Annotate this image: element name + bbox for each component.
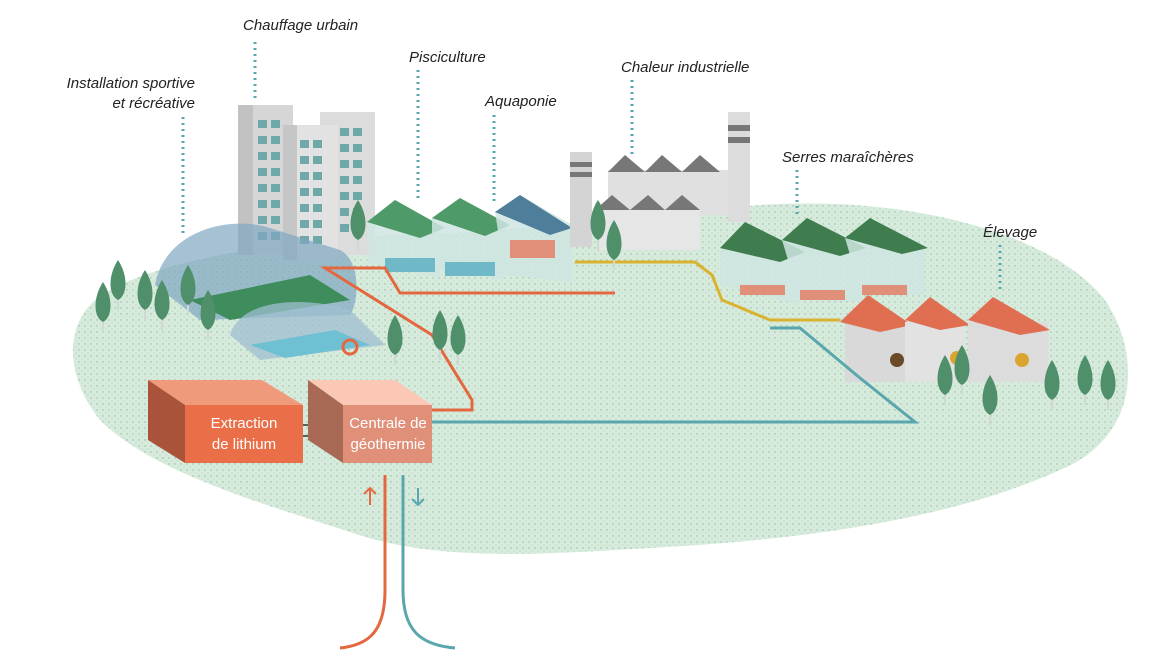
label-installation-line1: Installation sportive	[67, 75, 195, 92]
trees	[95, 200, 1116, 425]
centrale-label-line2: géothermie	[350, 436, 425, 453]
tree	[180, 265, 196, 305]
label-pisciculture: Pisciculture	[409, 49, 486, 66]
lithium-extraction-box: Extraction de lithium	[148, 380, 303, 463]
tree	[1077, 355, 1093, 395]
tree	[350, 200, 366, 240]
industrial-pipe	[575, 260, 840, 322]
tree	[590, 200, 606, 240]
tree	[1044, 360, 1060, 400]
extraction-label-line1: Extraction	[211, 415, 278, 432]
tree	[982, 375, 998, 415]
label-elevage: Élevage	[983, 224, 1037, 241]
tree	[137, 270, 153, 310]
tree	[450, 315, 466, 355]
tree	[200, 290, 216, 330]
label-installation-line2: et récréative	[112, 95, 195, 112]
label-chaleur-industrielle: Chaleur industrielle	[621, 59, 749, 76]
vegetable-greenhouses	[720, 218, 928, 305]
centrale-label-line1: Centrale de	[349, 415, 427, 432]
arrow-down-icon	[411, 488, 425, 507]
tree	[1100, 360, 1116, 400]
tree	[387, 315, 403, 355]
tree	[954, 345, 970, 385]
label-aquaponie: Aquaponie	[484, 93, 557, 110]
label-serres-maraicheres: Serres maraîchères	[782, 149, 914, 166]
tree	[154, 280, 170, 320]
fish-farm-greenhouses	[367, 195, 572, 282]
cold-pipe	[432, 326, 920, 424]
extraction-label-line2: de lithium	[212, 436, 276, 453]
tree	[95, 282, 111, 322]
label-chauffage-urbain: Chauffage urbain	[243, 17, 358, 34]
tree	[110, 260, 126, 300]
tree	[432, 310, 448, 350]
tree	[937, 355, 953, 395]
hot-pipe	[319, 266, 615, 412]
arrow-up-icon	[363, 486, 377, 505]
tree	[606, 220, 622, 260]
injection-well	[401, 475, 456, 650]
geothermal-plant-box: Centrale de géothermie	[308, 380, 432, 463]
production-well	[339, 475, 387, 650]
